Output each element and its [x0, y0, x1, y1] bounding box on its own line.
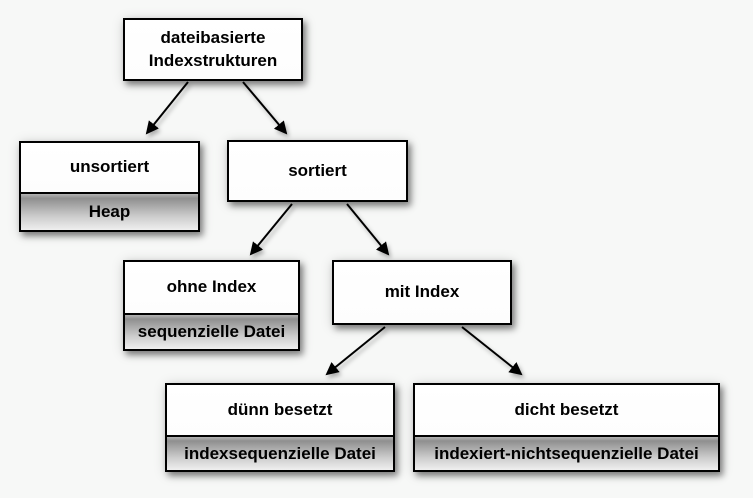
- node-mit-index-label: mit Index: [334, 262, 510, 323]
- node-root: dateibasierte Indexstrukturen: [123, 18, 303, 81]
- node-unsortiert-sublabel: Heap: [21, 192, 198, 230]
- edge-sortiert-ohne: [249, 203, 293, 256]
- edge-sortiert-mit: [346, 203, 390, 256]
- node-mit-index: mit Index: [332, 260, 512, 325]
- node-duenn-besetzt-sublabel: indexsequenzielle Datei: [167, 435, 393, 470]
- node-dicht-besetzt-label: dicht besetzt: [415, 385, 718, 435]
- node-unsortiert-label: unsortiert: [21, 143, 198, 192]
- node-duenn-besetzt-label: dünn besetzt: [167, 385, 393, 435]
- node-dicht-besetzt-sublabel: indexiert-nichtsequenzielle Datei: [415, 435, 718, 470]
- edge-root-sortiert: [242, 81, 288, 135]
- node-unsortiert: unsortiert Heap: [19, 141, 200, 232]
- edge-mit-duenn: [325, 326, 386, 376]
- edge-mit-dicht: [461, 326, 523, 376]
- node-sortiert: sortiert: [227, 140, 408, 202]
- node-root-label: dateibasierte Indexstrukturen: [125, 20, 301, 79]
- edge-root-unsortiert: [145, 81, 189, 135]
- node-duenn-besetzt: dünn besetzt indexsequenzielle Datei: [165, 383, 395, 472]
- node-ohne-index-label: ohne Index: [125, 262, 298, 313]
- node-sortiert-label: sortiert: [229, 142, 406, 200]
- node-ohne-index: ohne Index sequenzielle Datei: [123, 260, 300, 351]
- node-ohne-index-sublabel: sequenzielle Datei: [125, 313, 298, 349]
- node-dicht-besetzt: dicht besetzt indexiert-nichtsequenziell…: [413, 383, 720, 472]
